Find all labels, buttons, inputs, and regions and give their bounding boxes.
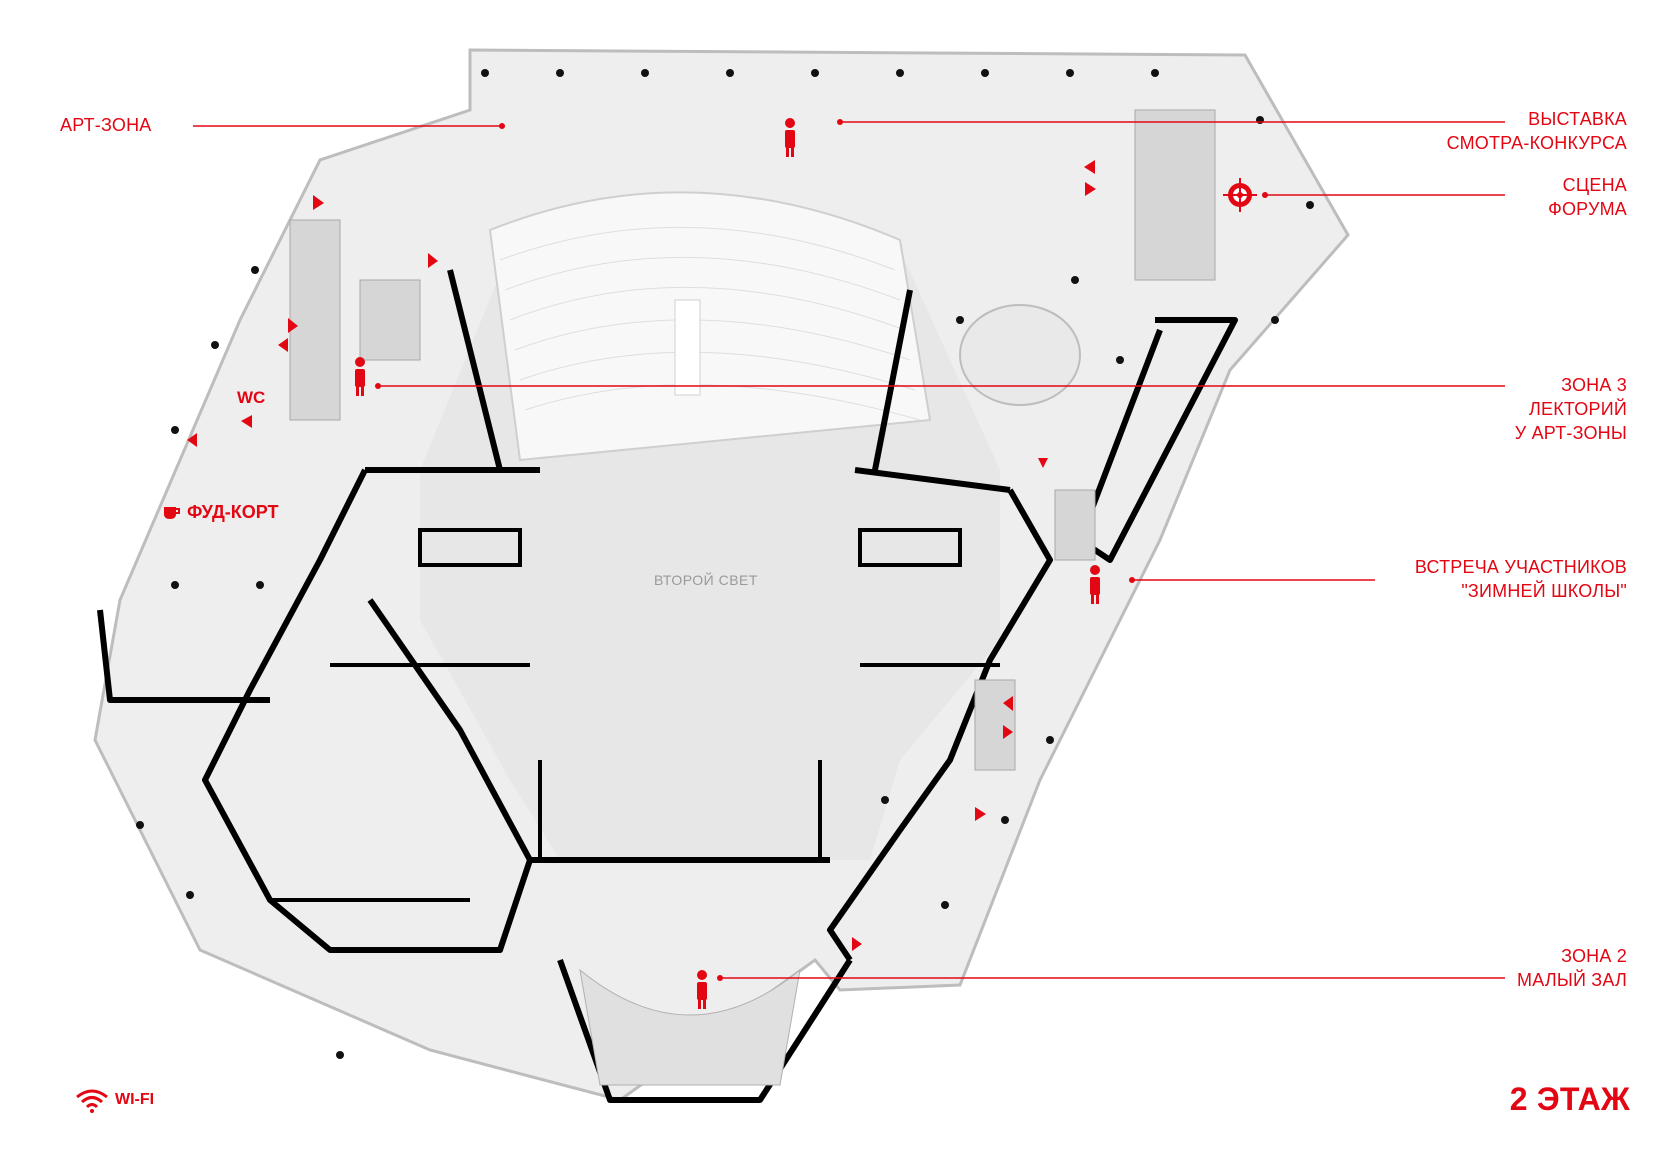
second-light-label: ВТОРОЙ СВЕТ <box>654 572 758 588</box>
label-zone3: ЗОНА 3 ЛЕКТОРИЙ У АРТ-ЗОНЫ <box>1514 375 1627 443</box>
label-zone2: ЗОНА 2 МАЛЫЙ ЗАЛ <box>1517 946 1627 990</box>
seating-block-meeting <box>1054 489 1096 561</box>
wall-small-hall <box>557 958 853 1103</box>
columns <box>136 69 1314 1059</box>
wall-inner-top-r <box>854 467 1011 493</box>
person-icon <box>1090 565 1100 604</box>
label-meeting: ВСТРЕЧА УЧАСТНИКОВ "ЗИМНЕЙ ШКОЛЫ" <box>1414 557 1627 601</box>
label-exhibition: ВЫСТАВКА СМОТРА-КОНКУРСА <box>1446 109 1627 153</box>
wc-label: WC <box>237 388 266 407</box>
label-art-zone: АРТ-ЗОНА <box>60 115 152 135</box>
person-icon <box>785 118 795 157</box>
person-icon <box>355 357 365 396</box>
direction-arrow-icon <box>187 160 1096 951</box>
cup-icon <box>164 506 180 519</box>
room-left-upper <box>418 528 522 567</box>
round-platform <box>959 304 1081 406</box>
food-court-label: ФУД-КОРТ <box>163 502 279 523</box>
wall-amphi-left <box>447 269 503 471</box>
amphitheater <box>488 191 932 462</box>
leader-lines <box>193 121 1505 979</box>
label-forum-stage: СЦЕНА ФОРУМА <box>1548 175 1627 219</box>
wall-amphi-right <box>872 289 913 471</box>
target-icon <box>1223 178 1257 212</box>
wall-left-hex <box>202 468 533 953</box>
person-icon <box>697 970 707 1009</box>
wifi-legend: WI-FI <box>75 1087 154 1113</box>
seating-block-zone3 <box>359 279 421 361</box>
wall-west-block <box>97 609 270 703</box>
stairs-left <box>289 219 341 421</box>
stairs-right <box>974 679 1016 771</box>
room-right-upper <box>858 528 962 567</box>
wall-east-corridor <box>1077 317 1238 563</box>
wifi-icon <box>76 1089 108 1113</box>
floor-title: 2 ЭТАЖ <box>1509 1081 1630 1117</box>
small-hall-seating <box>579 968 801 1086</box>
wall-right-hex <box>827 488 1053 962</box>
seating-block-forum <box>1134 109 1216 281</box>
